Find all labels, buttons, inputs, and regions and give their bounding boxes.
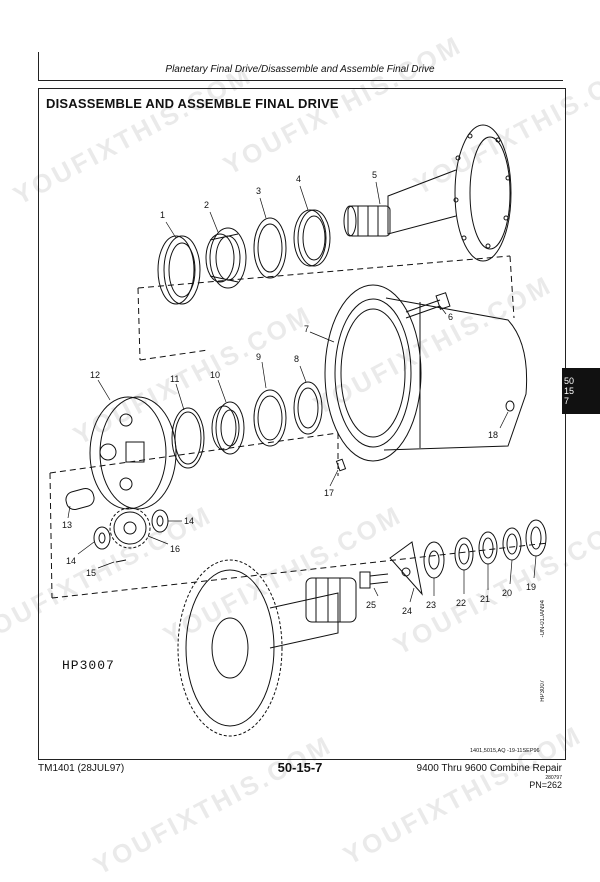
- callout-23: 23: [426, 600, 436, 610]
- figure-side-code: -UN-01JAN94: [540, 600, 546, 638]
- callout-7: 7: [304, 324, 309, 334]
- part-11-snap-ring: [171, 407, 205, 469]
- part-17-pin: [335, 458, 347, 472]
- callout-1: 1: [160, 210, 165, 220]
- callout-8: 8: [294, 354, 299, 364]
- callout-14-right: 14: [184, 516, 194, 526]
- footer-date-code: 280797: [545, 775, 562, 781]
- part-21-shim: [478, 531, 498, 565]
- part-15-rollers: [115, 559, 127, 563]
- section-tab: 50 15 7: [562, 368, 600, 414]
- header-rule-left: [38, 52, 39, 80]
- header-title: Planetary Final Drive/Disassemble and As…: [165, 64, 435, 75]
- callout-17: 17: [324, 488, 334, 498]
- part-18-plug: [505, 400, 515, 412]
- callout-18: 18: [488, 430, 498, 440]
- figure-hp-label: HP3007: [62, 658, 115, 673]
- part-10-bearing: [211, 401, 245, 455]
- part-14-washer-left: [93, 526, 111, 550]
- callout-25: 25: [366, 600, 376, 610]
- tab-line-2: 15: [564, 386, 575, 396]
- part-25-bolt: [359, 571, 389, 589]
- part-14-washer-right: [151, 509, 169, 533]
- part-13-pin: [65, 487, 95, 511]
- callout-14-left: 14: [66, 556, 76, 566]
- callout-9: 9: [256, 352, 261, 362]
- leader-lines: [67, 181, 537, 603]
- part-20-shim: [502, 527, 522, 561]
- part-shaft-flange: [343, 124, 512, 262]
- callout-19: 19: [526, 582, 536, 592]
- dashed-frame-lower: [49, 432, 549, 599]
- section-title: DISASSEMBLE AND ASSEMBLE FINAL DRIVE: [46, 96, 339, 111]
- part-19-shim: [525, 519, 547, 557]
- part-8-seal: [293, 381, 323, 435]
- exploded-diagram: 1 2 3 4 5 6 7 8 9 10 11 12 13 14 14 15 1…: [49, 124, 549, 737]
- callout-16: 16: [170, 544, 180, 554]
- callout-11: 11: [170, 374, 179, 384]
- part-9-race: [253, 389, 287, 447]
- part-23-washer: [423, 541, 445, 579]
- callout-21: 21: [480, 594, 490, 604]
- header-rule: [38, 80, 563, 81]
- part-2-bearing-cone: [205, 227, 247, 289]
- callout-4: 4: [296, 174, 301, 184]
- callout-12: 12: [90, 370, 100, 380]
- tab-line-3: 7: [564, 396, 570, 406]
- figure-reference-code: 1401,5015,AQ -19-11SEP96: [470, 748, 540, 754]
- tab-line-1: 50: [564, 376, 575, 386]
- part-3-race: [253, 217, 287, 279]
- part-22-shim: [454, 537, 474, 571]
- callout-6: 6: [448, 312, 453, 322]
- callout-5: 5: [372, 170, 377, 180]
- footer-manual-id: TM1401 (28JUL97): [38, 763, 125, 774]
- figure-frame: [38, 88, 566, 760]
- callout-13: 13: [62, 520, 72, 530]
- footer-manual-title: 9400 Thru 9600 Combine Repair: [416, 763, 562, 774]
- part-7-housing: [324, 284, 528, 462]
- part-12-planet-carrier: [89, 396, 177, 510]
- part-1-bearing-cup: [157, 235, 201, 305]
- callout-10: 10: [210, 370, 220, 380]
- part-4-seal: [293, 209, 331, 267]
- callout-22: 22: [456, 598, 466, 608]
- callout-3: 3: [256, 186, 261, 196]
- figure-side-hp-code: HP3007: [540, 680, 546, 702]
- footer-pn: PN=262: [529, 780, 562, 790]
- callout-15: 15: [86, 568, 96, 578]
- dashed-frame-upper: [137, 255, 515, 361]
- part-large-gear: [177, 559, 357, 737]
- callout-24: 24: [402, 606, 412, 616]
- part-6-bolt: [405, 292, 451, 319]
- callout-2: 2: [204, 200, 209, 210]
- part-16-planet-gear: [109, 507, 151, 549]
- callout-20: 20: [502, 588, 512, 598]
- footer-page-number: 50-15-7: [277, 760, 323, 775]
